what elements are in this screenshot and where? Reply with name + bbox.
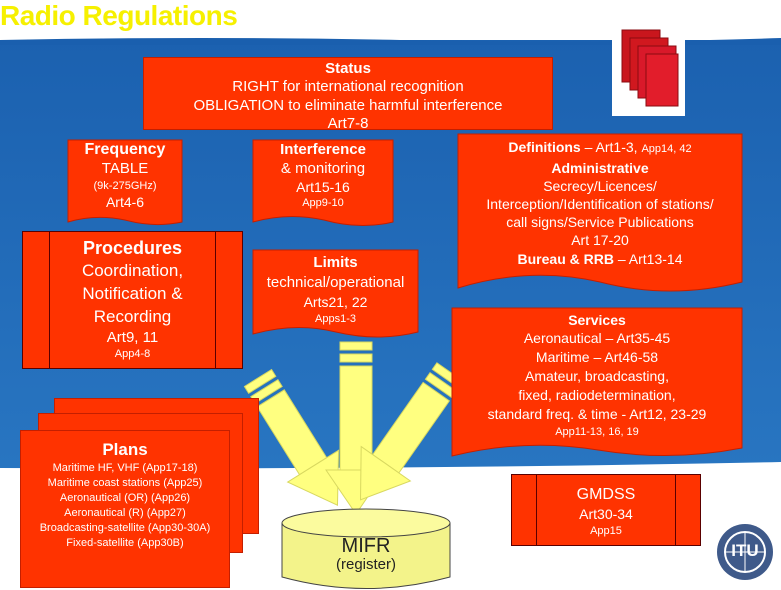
mifr-title: MIFR [341,535,391,557]
page-title: Radio Regulations [0,0,238,31]
gmdss-ref: Art30-34 [579,506,633,522]
definitions-app: App14, 42 [641,143,692,155]
procedures-line-3: Recording [93,307,172,326]
procedures-divider-left [49,232,50,368]
bureau-line: Bureau & RRB – Art13-14 [458,250,742,268]
plans-item: Aeronautical (OR) (App26) [59,492,191,504]
frequency-heading: Frequency [84,141,166,158]
mifr-subtitle: (register) [335,556,396,573]
administrative-line-1: Secrecy/Licences/ [543,178,657,194]
procedures-line-1: Coordination, [81,261,184,280]
limits-heading: Limits [313,254,358,271]
services-line-3: Amateur, broadcasting, [525,368,669,384]
procedures-divider-right [215,232,216,368]
services-line-4: fixed, radiodetermination, [518,387,676,403]
status-box: Status RIGHT for international recogniti… [143,57,553,132]
gmdss-box: GMDSS Art30-34 App15 [511,474,701,546]
frequency-ref: Art4-6 [105,194,145,210]
plans-item: Maritime HF, VHF (App17-18) [52,462,198,474]
procedures-ref: Art9, 11 [106,329,159,346]
definitions-line: Definitions – Art1-3, App14, 42 [458,138,742,159]
limits-box: Limits technical/operational Arts21, 22 … [253,253,418,327]
services-line-2: Maritime – Art46-58 [535,349,659,365]
services-app: App11-13, 16, 19 [555,426,639,438]
mifr-label: MIFR (register) [282,535,450,573]
plans-item: Broadcasting-satellite (App30-30A) [39,522,211,534]
definitions-box: Definitions – Art1-3, App14, 42 Administ… [458,138,742,268]
procedures-box: Procedures Coordination, Notification & … [22,231,243,369]
plans-heading: Plans [102,440,148,459]
definitions-ref: – Art1-3, [580,139,642,155]
itu-logo: ITU [714,519,776,585]
limits-ref: Arts21, 22 [303,294,368,310]
procedures-heading: Procedures [82,238,183,258]
gmdss-divider-right [675,475,676,545]
administrative-line-2: Interception/Identification of stations/ [486,196,714,212]
services-line-1: Aeronautical – Art35-45 [523,330,671,346]
frequency-line-2: (9k-275GHz) [93,180,157,192]
arrow-right [360,362,464,501]
administrative-line-3: call signs/Service Publications [506,214,694,230]
plans-item: Aeronautical (R) (App27) [64,507,186,519]
plans-item: Fixed-satellite (App30B) [66,537,184,549]
services-heading: Services [568,312,626,328]
status-line-2: OBLIGATION to eliminate harmful interfer… [193,96,503,114]
bureau-ref: – Art13-14 [613,251,683,267]
status-ref: Art7-8 [327,114,369,132]
procedures-app: App4-8 [114,348,151,360]
bureau-heading: Bureau & RRB [517,251,614,267]
status-heading: Status [325,60,371,77]
services-line-5: standard freq. & time - Art12, 23-29 [487,406,707,422]
limits-app: Apps1-3 [315,313,356,325]
plans-box: Plans Maritime HF, VHF (App17-18) Mariti… [20,430,230,588]
gmdss-divider-left [536,475,537,545]
plans-item: Maritime coast stations (App25) [47,477,203,489]
interference-heading: Interference [280,141,366,158]
limits-line-1: technical/operational [266,274,405,291]
status-line-1: RIGHT for international recognition [232,78,464,96]
interference-line-1: & monitoring [280,160,366,177]
gmdss-heading: GMDSS [576,486,636,503]
itu-logo-text: ITU [731,541,759,560]
administrative-heading: Administrative [551,160,649,176]
definitions-heading: Definitions [508,139,581,155]
procedures-line-2: Notification & [82,284,183,303]
interference-ref: Art15-16 [296,179,350,195]
interference-app: App9-10 [302,197,344,209]
frequency-line-1: TABLE [101,160,149,177]
administrative-ref: Art 17-20 [571,232,629,248]
services-box: Services Aeronautical – Art35-45 Maritim… [452,311,742,440]
frequency-box: Frequency TABLE (9k-275GHz) Art4-6 [68,140,182,210]
interference-box: Interference & monitoring Art15-16 App9-… [253,140,393,211]
gmdss-app: App15 [590,525,622,537]
